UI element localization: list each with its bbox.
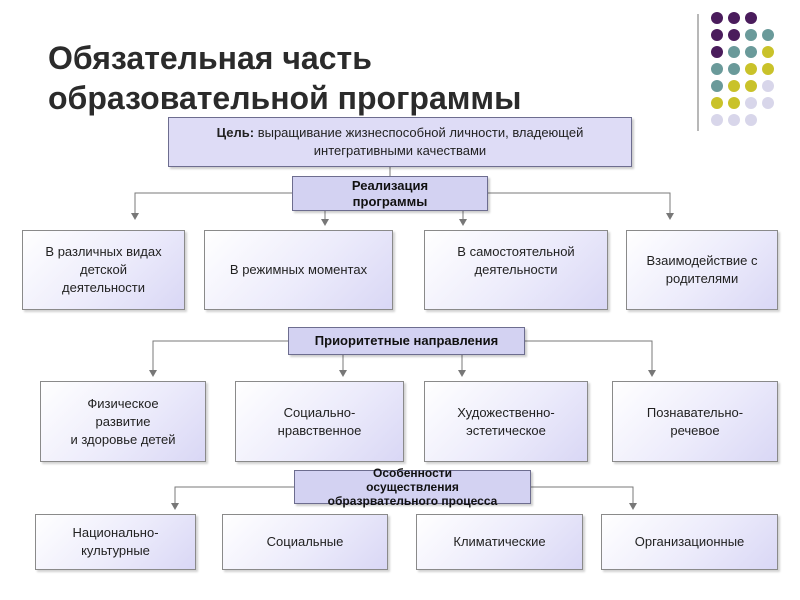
decor-dot	[745, 46, 757, 58]
implementation-item-1: В различных видах детской деятельности	[22, 230, 185, 310]
feature-item-1: Национально- культурные	[35, 514, 196, 570]
connector-impl-1	[131, 192, 292, 220]
decor-dot	[711, 63, 723, 75]
decor-dot	[762, 46, 774, 58]
decor-dot	[711, 12, 723, 24]
decor-dot	[728, 80, 740, 92]
goal-text: выращивание жизнеспособной личности, вла…	[254, 125, 584, 158]
decor-dot	[728, 29, 740, 41]
hub-priorities: Приоритетные направления	[288, 327, 525, 355]
implementation-item-3: В самостоятельной деятельности	[424, 230, 608, 310]
decor-dot	[745, 63, 757, 75]
decor-vertical-line	[697, 14, 699, 131]
implementation-item-4: Взаимодействие с родителями	[626, 230, 778, 310]
priority-item-2: Социально- нравственное	[235, 381, 404, 462]
connector-impl-4	[488, 192, 674, 220]
decor-dot	[745, 12, 757, 24]
decor-dot	[728, 46, 740, 58]
decor-dot	[745, 114, 757, 126]
goal-label: Цель:	[216, 125, 255, 140]
goal-box: Цель: выращивание жизнеспособной личност…	[168, 117, 632, 167]
decor-dot	[711, 97, 723, 109]
decor-dot	[745, 80, 757, 92]
connector-feat-1	[171, 486, 294, 510]
decor-dot	[711, 46, 723, 58]
priority-item-3: Художественно- эстетическое	[424, 381, 588, 462]
decor-dot	[711, 29, 723, 41]
decor-dot	[762, 80, 774, 92]
feature-item-2: Социальные	[222, 514, 388, 570]
decor-dot	[745, 29, 757, 41]
decor-dot	[762, 63, 774, 75]
decor-dot	[711, 114, 723, 126]
priority-item-4: Познавательно- речевое	[612, 381, 778, 462]
page-title: Обязательная часть образовательной прогр…	[48, 38, 648, 118]
decor-dot	[728, 12, 740, 24]
hub-features: Особенности осуществления образрвательно…	[294, 466, 531, 508]
hub-implementation: Реализация программы	[292, 176, 488, 211]
decor-dot	[745, 97, 757, 109]
decor-dot	[728, 114, 740, 126]
connector-prio-4	[525, 340, 656, 377]
implementation-item-2: В режимных моментах	[204, 230, 393, 310]
feature-item-3: Климатические	[416, 514, 583, 570]
title-line-2: образовательной программы	[48, 80, 522, 116]
connector-feat-4	[531, 486, 637, 510]
decor-dot	[728, 97, 740, 109]
feature-item-4: Организационные	[601, 514, 778, 570]
decor-dot	[711, 80, 723, 92]
connector-prio-1	[149, 340, 288, 377]
decor-dot	[762, 29, 774, 41]
decor-dot	[728, 63, 740, 75]
decor-dot	[762, 97, 774, 109]
title-line-1: Обязательная часть	[48, 40, 372, 76]
priority-item-1: Физическое развитие и здоровье детей	[40, 381, 206, 462]
